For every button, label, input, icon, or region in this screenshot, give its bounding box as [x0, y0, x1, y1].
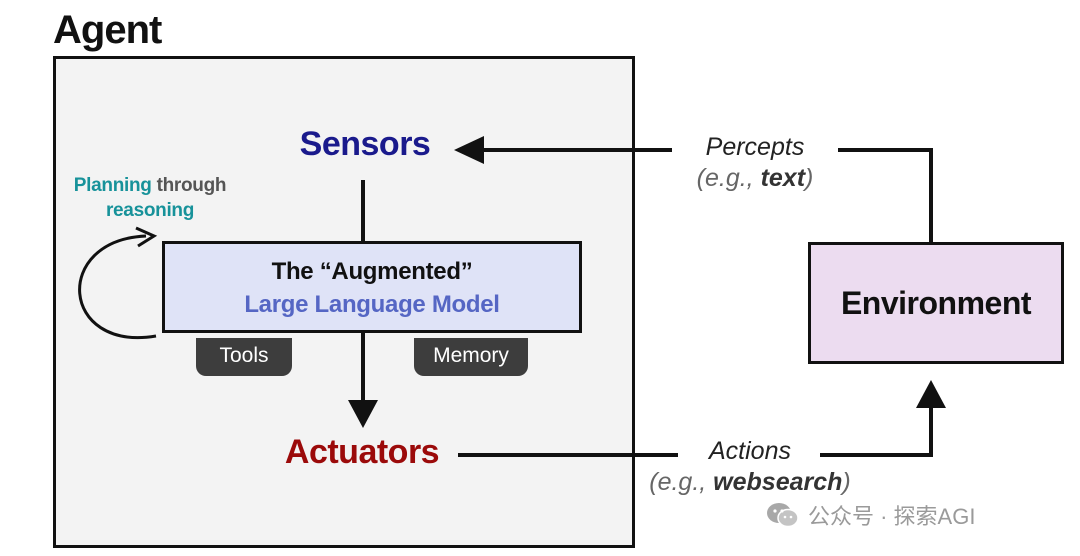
sensors-label: Sensors: [299, 125, 431, 163]
wechat-icon: [767, 503, 799, 528]
actuators-label: Actuators: [284, 433, 440, 471]
actuators-arrowhead: [348, 400, 378, 428]
actions-label: Actions: [709, 437, 791, 465]
watermark-text: 公众号 · 探索AGI: [808, 504, 976, 529]
llm-subtitle: Large Language Model: [244, 291, 500, 318]
actions-example: (e.g., websearch): [649, 468, 851, 496]
memory-tab: Memory: [414, 338, 528, 376]
actions-line-right: [820, 406, 933, 457]
planning-label: Planning through reasoning: [60, 173, 240, 223]
percepts-line-right: [838, 148, 933, 242]
planning-highlight: Planning: [73, 175, 152, 196]
percepts-label-block: Percepts (e.g., text): [670, 132, 840, 194]
percepts-label: Percepts: [705, 133, 805, 161]
agent-title: Agent: [53, 8, 162, 52]
planning-loop-arrowhead: [135, 226, 158, 248]
llm-box: The “Augmented” Large Language Model: [162, 241, 582, 333]
watermark: 公众号 · 探索AGI: [766, 500, 975, 530]
planning-line2: reasoning: [105, 200, 195, 221]
planning-loop-arrow: [78, 234, 157, 340]
environment-arrowhead: [916, 380, 946, 408]
planning-rest: through: [156, 175, 227, 196]
tools-tab: Tools: [196, 338, 292, 376]
actions-label-block: Actions (e.g., websearch): [630, 436, 870, 498]
environment-label: Environment: [840, 284, 1032, 321]
percepts-example-value: text: [760, 164, 806, 192]
sensors-arrowhead: [454, 136, 484, 164]
environment-box: Environment: [808, 242, 1064, 364]
percepts-example: (e.g., text): [696, 164, 814, 192]
actions-example-value: websearch: [713, 468, 843, 496]
llm-title: The “Augmented”: [271, 258, 473, 285]
